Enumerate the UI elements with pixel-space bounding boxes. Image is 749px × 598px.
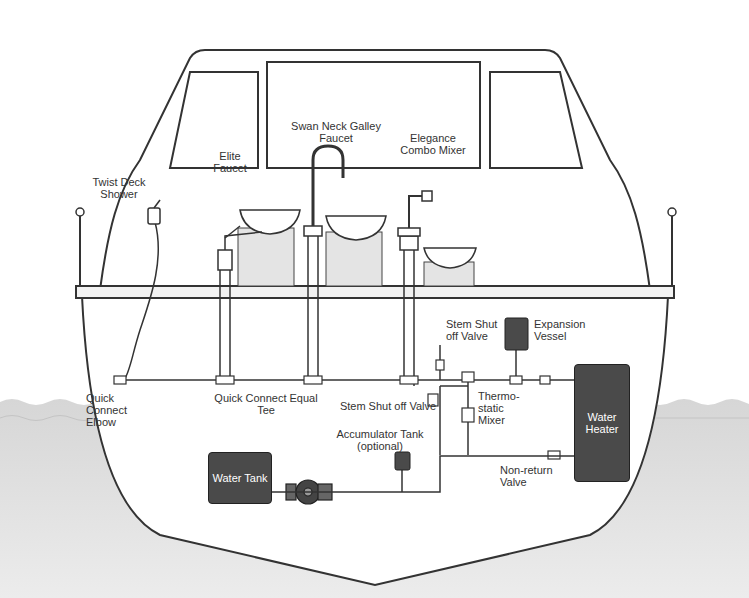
part-label: Quick Connect Elbow [86,392,150,428]
part-label: Expansion Vessel [534,318,598,342]
tank-box: Water Heater [574,364,630,482]
part-label: Twist Deck Shower [86,176,152,200]
part-label: Non-return Valve [500,464,574,488]
part-label: Quick Connect Equal Tee [208,392,324,416]
part-label: Accumulator Tank (optional) [326,428,434,452]
part-label: Elegance Combo Mixer [400,132,466,156]
part-label: Stem Shut off Valve [332,400,444,412]
part-label: Swan Neck Galley Faucet [282,120,390,144]
node-text: Water Heater [578,411,626,435]
node-text: Water Tank [212,472,267,484]
part-label: Elite Faucet [204,150,256,174]
water-pipe [272,456,574,492]
part-label: Stem Shut off Valve [446,318,500,342]
part-label: Thermo- static Mixer [478,390,530,426]
tank-box: Water Tank [208,452,272,504]
